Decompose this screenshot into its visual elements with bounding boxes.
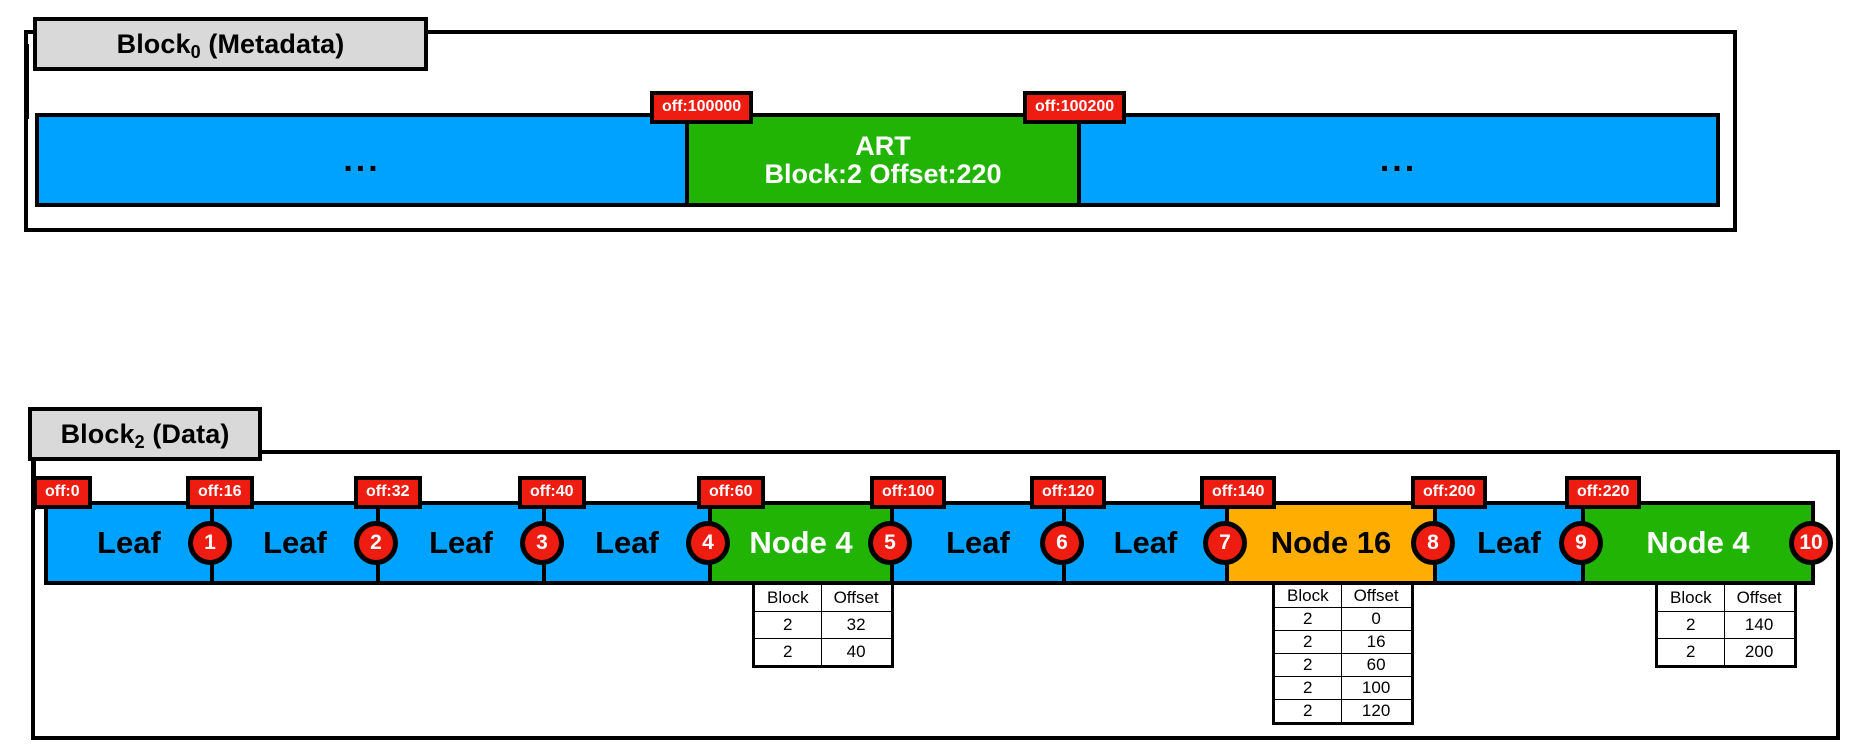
segment-badge-1[interactable]: 1: [188, 521, 232, 565]
segment-badge-4[interactable]: 4: [686, 521, 730, 565]
data-segment-leaf-6[interactable]: Leaf 6: [894, 505, 1084, 581]
segment-badge-5[interactable]: 5: [868, 521, 912, 565]
cell-block: 2: [1273, 653, 1342, 677]
ellipsis-right: ...: [1379, 140, 1418, 179]
cell-block: 2: [1273, 676, 1342, 700]
data-block-panel: [31, 450, 1840, 740]
block0-title-tab: Block0 (Metadata): [33, 17, 428, 71]
data-segment-leaf-9[interactable]: Leaf 9: [1437, 505, 1603, 581]
segment-badge-10[interactable]: 10: [1789, 521, 1833, 565]
node4-5-offsets-table: Block Offset 2 32 2 40: [752, 582, 894, 668]
segment-badge-9[interactable]: 9: [1559, 521, 1603, 565]
table-header-row: Block Offset: [753, 583, 893, 612]
data-segment-leaf-4[interactable]: Leaf 4: [546, 505, 730, 581]
ellipsis-left: ...: [343, 140, 381, 179]
cell-block: 2: [1273, 630, 1342, 654]
table-row: 2 40: [753, 638, 893, 667]
segment-badge-8[interactable]: 8: [1411, 521, 1455, 565]
offset-flag-140[interactable]: off:140: [1200, 476, 1277, 510]
segment-badge-7[interactable]: 7: [1203, 521, 1247, 565]
table-row: 2 140: [1656, 611, 1796, 639]
data-segment-leaf-1[interactable]: Leaf 1: [48, 505, 232, 581]
table-header-row: Block Offset: [1656, 583, 1796, 612]
segment-label: Leaf: [429, 524, 493, 560]
cell-block: 2: [753, 611, 822, 639]
offset-flag-100000[interactable]: off:100000: [650, 91, 754, 125]
segment-badge-3[interactable]: 3: [520, 521, 564, 565]
segment-label: Leaf: [1477, 524, 1541, 560]
table-header-offset: Offset: [1723, 583, 1796, 612]
cell-offset: 32: [820, 611, 893, 639]
cell-block: 2: [1273, 699, 1342, 724]
table-row: 2 60: [1273, 653, 1413, 677]
metadata-segment-left-ellipsis[interactable]: ...: [39, 117, 689, 203]
segment-label: Node 4: [749, 524, 853, 560]
cell-block: 2: [1273, 607, 1342, 631]
block2-title-tab: Block2 (Data): [28, 407, 262, 461]
table-header-offset: Offset: [820, 583, 893, 612]
table-header-block: Block: [1273, 583, 1342, 608]
data-segment-node4-5[interactable]: Node 4 5: [712, 505, 912, 581]
data-segment-leaf-7[interactable]: Leaf 7: [1066, 505, 1247, 581]
offset-flag-100[interactable]: off:100: [870, 476, 947, 510]
art-label: ART Block:2 Offset:220: [764, 130, 1002, 189]
cell-block: 2: [753, 638, 822, 667]
block2-title-text: Block2 (Data): [60, 418, 230, 452]
cell-offset: 200: [1723, 638, 1796, 667]
offset-flag-120[interactable]: off:120: [1030, 476, 1107, 510]
segment-label: Leaf: [263, 524, 327, 560]
cell-offset: 0: [1340, 607, 1413, 631]
offset-flag-60[interactable]: off:60: [697, 476, 765, 510]
table-header-block: Block: [1656, 583, 1725, 612]
offset-flag-32[interactable]: off:32: [354, 476, 422, 510]
cell-offset: 16: [1340, 630, 1413, 654]
table-header-offset: Offset: [1340, 583, 1413, 608]
offset-flag-0[interactable]: off:0: [33, 476, 92, 510]
table-row: 2 100: [1273, 676, 1413, 700]
cell-offset: 140: [1723, 611, 1796, 639]
segment-label: Node 4: [1646, 524, 1750, 560]
segment-badge-2[interactable]: 2: [354, 521, 398, 565]
segment-label: Leaf: [1113, 524, 1178, 560]
table-header-row: Block Offset: [1273, 583, 1413, 608]
offset-flag-16[interactable]: off:16: [186, 476, 254, 510]
segment-badge-6[interactable]: 6: [1040, 521, 1084, 565]
table-row: 2 32: [753, 611, 893, 639]
table-row: 2 120: [1273, 699, 1413, 724]
data-memory-strip: Leaf 1 Leaf 2 Leaf 3 Leaf 4 Node 4 5 Lea…: [44, 501, 1833, 585]
art-label-line2: Block:2 Offset:220: [764, 159, 1002, 189]
offset-flag-200[interactable]: off:200: [1411, 476, 1488, 510]
metadata-memory-strip: ... ART Block:2 Offset:220 ...: [35, 113, 1720, 207]
segment-label: Leaf: [97, 524, 161, 560]
data-segment-leaf-2[interactable]: Leaf 2: [214, 505, 398, 581]
art-label-line1: ART: [855, 130, 911, 161]
node16-8-offsets-table: Block Offset 2 0 2 16 2 60 2 100 2 120: [1272, 582, 1414, 725]
metadata-segment-art[interactable]: ART Block:2 Offset:220: [689, 117, 1081, 203]
segment-label: Leaf: [946, 524, 1010, 560]
offset-flag-40[interactable]: off:40: [518, 476, 586, 510]
data-segment-node16-8[interactable]: Node 16 8: [1229, 505, 1455, 581]
cell-block: 2: [1656, 638, 1725, 667]
data-segment-leaf-3[interactable]: Leaf 3: [380, 505, 564, 581]
data-segment-node4-10[interactable]: Node 4 10: [1585, 505, 1833, 581]
segment-label: Leaf: [595, 524, 659, 560]
table-header-block: Block: [753, 583, 822, 612]
cell-offset: 120: [1340, 699, 1413, 724]
offset-flag-100200[interactable]: off:100200: [1023, 91, 1127, 125]
cell-offset: 40: [820, 638, 893, 667]
table-row: 2 200: [1656, 638, 1796, 667]
node4-10-offsets-table: Block Offset 2 140 2 200: [1655, 582, 1797, 668]
metadata-segment-right-ellipsis[interactable]: ...: [1081, 117, 1716, 203]
cell-block: 2: [1656, 611, 1725, 639]
offset-flag-220[interactable]: off:220: [1565, 476, 1642, 510]
metadata-block-panel: [24, 30, 1737, 232]
table-row: 2 16: [1273, 630, 1413, 654]
segment-label: Node 16: [1270, 524, 1392, 560]
block0-tab-connector: [24, 44, 29, 119]
cell-offset: 100: [1340, 676, 1413, 700]
block0-title-text: Block0 (Metadata): [116, 28, 345, 62]
cell-offset: 60: [1340, 653, 1413, 677]
table-row: 2 0: [1273, 607, 1413, 631]
